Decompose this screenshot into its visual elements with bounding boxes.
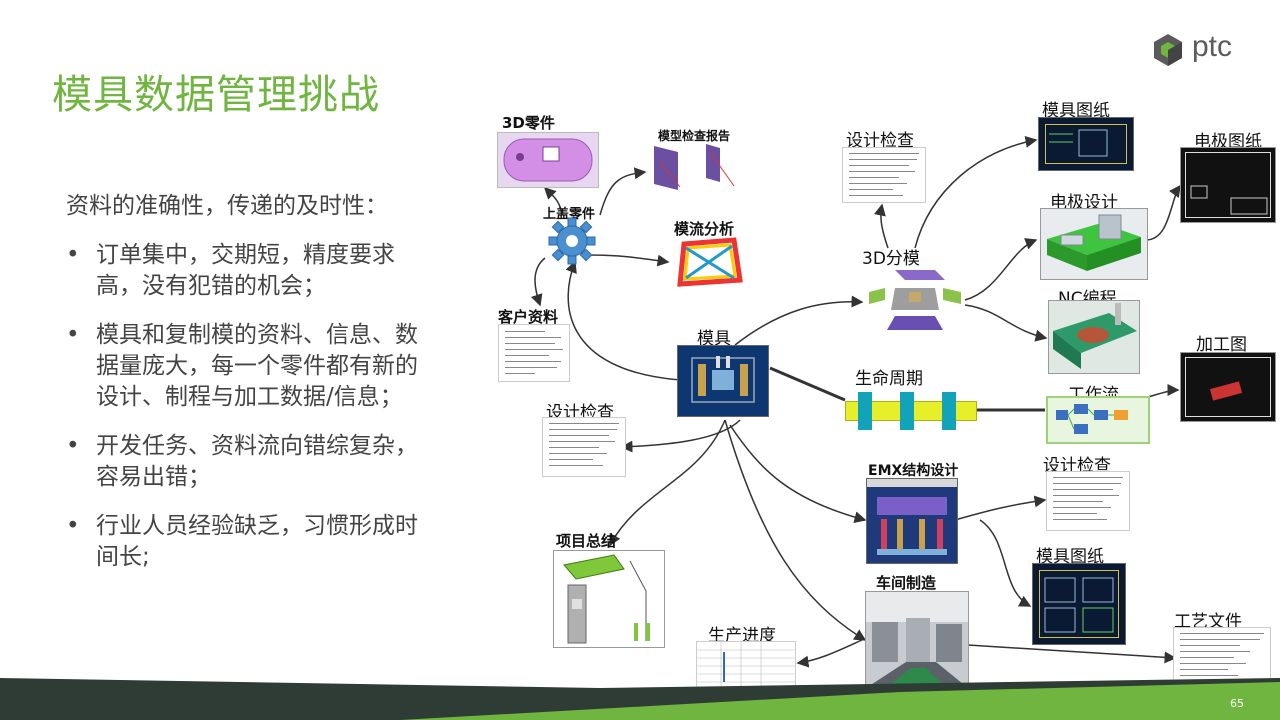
bullet-item: •订单集中，交期短，精度要求高，没有犯错的机会； [66, 242, 395, 299]
customer-data-document [498, 324, 570, 382]
label-mold-drawing-bottom: 模具图纸 [1036, 547, 1104, 567]
intro-text: 资料的准确性，传递的及时性： [66, 193, 388, 219]
bullet-dot-icon: • [66, 433, 80, 459]
electrode-design-image [1040, 208, 1148, 280]
nc-programming-image [1048, 300, 1140, 374]
label-3d-part: 3D零件 [502, 114, 555, 132]
gear-icon [548, 217, 596, 265]
production-progress-chart [696, 641, 796, 693]
bullet-list: •订单集中，交期短，精度要求高，没有犯错的机会； •模具和复制模的资料、信息、数… [66, 240, 436, 591]
mold-drawing-bottom-image [1032, 563, 1126, 645]
label-mold-drawing-top: 模具图纸 [1042, 101, 1110, 121]
label-workshop-mfg: 车间制造 [876, 574, 937, 592]
bullet-item: •模具和复制模的资料、信息、数据量庞大，每一个零件都有新的设计、制程与加工数据/… [66, 322, 418, 410]
3d-split-image [865, 266, 965, 336]
label-customer-data: 客户资料 [498, 308, 559, 326]
design-check-right-document [1046, 471, 1130, 531]
label-lifecycle: 生命周期 [855, 369, 923, 389]
ptc-logo: ptc [1150, 30, 1250, 68]
logo-text: ptc [1192, 30, 1233, 63]
bullet-dot-icon: • [66, 513, 80, 539]
bullet-dot-icon: • [66, 242, 80, 268]
page-number: 65 [1230, 697, 1244, 710]
label-model-check-report: 模型检查报告 [658, 129, 731, 143]
label-project-summary: 项目总结 [556, 532, 617, 550]
bullet-dot-icon: • [66, 322, 80, 348]
model-check-report-image [650, 142, 740, 194]
label-design-check-top: 设计检查 [846, 131, 914, 151]
mold-drawing-top-image [1038, 117, 1134, 171]
mold-flow-image [674, 236, 744, 288]
emx-design-image [866, 478, 958, 564]
label-mold: 模具 [697, 329, 731, 349]
label-mold-flow: 模流分析 [674, 220, 735, 238]
bullet-item: •行业人员经验缺乏，习惯形成时间长; [66, 513, 418, 570]
workflow-image [1046, 396, 1150, 444]
design-check-top-document [842, 147, 926, 203]
3d-part-image [497, 132, 599, 188]
page-title: 模具数据管理挑战 [52, 72, 380, 118]
footer-bar [0, 678, 1280, 720]
bullet-item: •开发任务、资料流向错综复杂，容易出错； [66, 433, 418, 490]
machining-drawing-image [1180, 352, 1276, 422]
label-emx-design: EMX结构设计 [868, 463, 959, 479]
electrode-drawing-image [1180, 147, 1276, 223]
ptc-hex-logo-icon [1154, 34, 1182, 66]
design-check-left-document [542, 417, 626, 477]
project-summary-image [553, 550, 665, 648]
mold-image [677, 345, 769, 417]
label-3d-split: 3D分模 [862, 249, 920, 269]
label-machining-drawing: 加工图 [1196, 335, 1247, 355]
workshop-mfg-image [865, 591, 969, 689]
lifecycle-bar [845, 392, 977, 430]
label-upper-cover-part: 上盖零件 [543, 207, 596, 222]
